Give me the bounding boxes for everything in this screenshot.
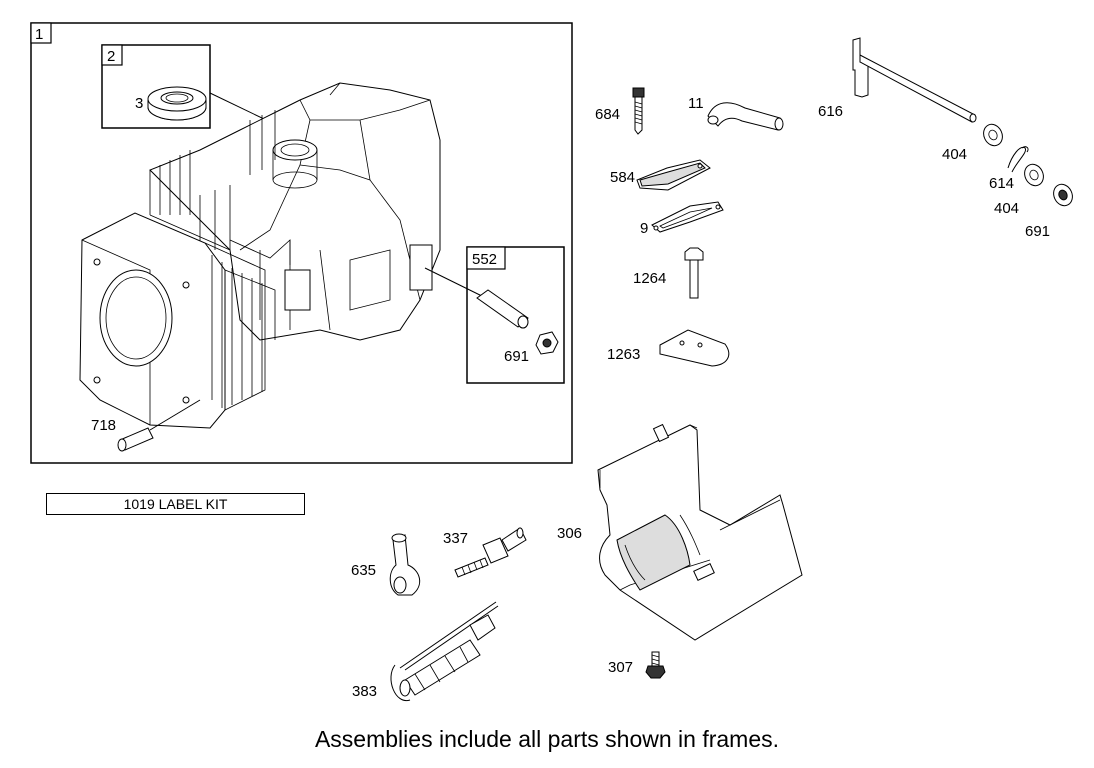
frame-1-border: [30, 22, 573, 464]
spark-plug-boot-635-illustration: [389, 533, 421, 596]
part-label-404a: 404: [942, 146, 967, 163]
frame-1-tag-box: [30, 22, 52, 44]
frame-552-tag: 552: [472, 251, 497, 268]
gasket-9-illustration: [651, 201, 724, 233]
caption: Assemblies include all parts shown in fr…: [314, 726, 780, 752]
part-label-3: 3: [135, 95, 143, 112]
part-label-691-frame: 691: [504, 348, 529, 365]
frame-552-tag-box: [466, 246, 506, 270]
plate-584-illustration: [636, 159, 711, 191]
part-label-614: 614: [989, 175, 1014, 192]
shaft-616-illustration: [852, 37, 977, 123]
nut-691b-illustration: [1053, 183, 1073, 207]
screw-1264-illustration: [684, 247, 704, 299]
hairpin-clip-614-illustration: [1007, 146, 1029, 173]
part-label-718: 718: [91, 417, 116, 434]
dowel-pin-718-illustration: [117, 427, 154, 452]
spark-plug-337-illustration: [454, 527, 527, 578]
part-label-383: 383: [352, 683, 377, 700]
part-label-306: 306: [557, 525, 582, 542]
part-label-684: 684: [595, 106, 620, 123]
part-label-616: 616: [818, 103, 843, 120]
bolt-684-illustration: [632, 87, 645, 135]
part-label-691b: 691: [1025, 223, 1050, 240]
part-label-307: 307: [608, 659, 633, 676]
plate-1263-illustration: [659, 329, 730, 367]
part-label-1263: 1263: [607, 346, 640, 363]
screw-307-illustration: [645, 651, 666, 679]
oil-seal-illustration: [147, 86, 207, 121]
shroud-306-illustration: [597, 423, 803, 641]
part-label-635: 635: [351, 562, 376, 579]
tube-11-illustration: [707, 102, 784, 131]
frame-1-tag: 1: [35, 26, 43, 43]
washer-404b-illustration: [1024, 163, 1044, 187]
frame-2-tag-box: [101, 44, 123, 66]
tool-383-illustration: [390, 601, 499, 701]
part-label-11: 11: [688, 95, 704, 112]
part-label-1264: 1264: [633, 270, 666, 287]
part-label-404b: 404: [994, 200, 1019, 217]
pin-552-illustration: [476, 289, 529, 329]
leader-552: [424, 267, 491, 301]
engine-block-illustration: [79, 82, 441, 429]
part-label-337: 337: [443, 530, 468, 547]
part-label-9: 9: [640, 220, 648, 237]
part-label-584: 584: [610, 169, 635, 186]
label-kit-box: 1019 LABEL KIT: [46, 493, 305, 515]
nut-691-illustration: [535, 331, 559, 355]
leader-718: [149, 399, 201, 431]
frame-2-tag: 2: [107, 48, 115, 65]
washer-404a-illustration: [983, 123, 1003, 147]
